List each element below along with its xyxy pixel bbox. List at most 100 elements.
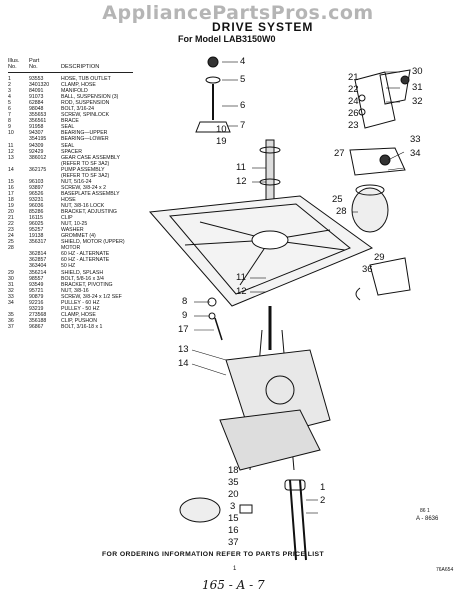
- page-subtitle: For Model LAB3150W0: [178, 34, 276, 44]
- callout-28: 28: [336, 206, 347, 217]
- illus-no: 2: [8, 82, 11, 89]
- illus-no: 7: [8, 112, 11, 119]
- grommet-lower: [358, 108, 366, 116]
- watermark: AppliancePartsPros.com: [102, 2, 374, 24]
- callout-3: 3: [230, 501, 236, 512]
- part-no: 362814: [29, 251, 47, 258]
- motor: [351, 187, 389, 233]
- part-description: SCREW, 3/8-24 x 1/2 SEF: [61, 293, 122, 300]
- callout-20: 20: [228, 489, 239, 500]
- gear-case-lower: [219, 409, 321, 471]
- part-no: 94307: [29, 130, 44, 137]
- callout-22: 22: [348, 84, 359, 95]
- header-illus-no: No.: [8, 64, 17, 71]
- part-no: 62884: [29, 100, 44, 107]
- part-description: BALL, SUSPENSION (3): [61, 94, 119, 101]
- callout-8: 8: [182, 296, 188, 307]
- callout-30: 30: [412, 66, 423, 77]
- part-no: 3401320: [29, 82, 50, 89]
- illus-no: 28: [8, 245, 14, 252]
- part-description: SPACER: [61, 148, 82, 155]
- part-no: 90879: [29, 293, 44, 300]
- callout-15: 15: [228, 513, 239, 524]
- handwritten-note: 165 - A - 7: [202, 578, 265, 592]
- grommet-upper: [358, 94, 366, 102]
- part-description: BEARING—UPPER: [61, 130, 108, 137]
- adjusting-bracket: [354, 71, 396, 129]
- part-description: BRACKET, ADJUSTING: [61, 209, 117, 216]
- baseplate-inner: [169, 203, 351, 295]
- part-description: HOSE, TUB OUTLET: [61, 76, 111, 82]
- part-no: 98557: [29, 275, 44, 282]
- illus-no: 24: [8, 233, 14, 240]
- illus-no: 4: [8, 94, 11, 101]
- part-description: CLAMP, HOSE: [61, 311, 96, 318]
- callout-16: 16: [228, 525, 239, 536]
- part-description: BRACKET, PIVOTING: [61, 281, 113, 288]
- illus-no: 3: [8, 88, 11, 95]
- part-no: 92429: [29, 148, 44, 155]
- callout-17: 17: [178, 324, 189, 335]
- part-description: PUMP ASSEMBLY: [61, 166, 105, 173]
- part-no: 362175: [29, 166, 47, 173]
- part-description: NUT, 10-25: [61, 221, 88, 228]
- callout-31: 31: [412, 82, 423, 93]
- part-description: MANIFOLD: [61, 88, 88, 95]
- part-no: 93549: [29, 281, 44, 288]
- callout-27: 27: [334, 148, 345, 159]
- part-no: 362857: [29, 257, 47, 264]
- part-description: SHIELD, MOTOR (UPPER): [61, 239, 125, 246]
- header-description: DESCRIPTION: [61, 64, 100, 71]
- part-description: SEAL: [61, 142, 75, 149]
- callout-19: 19: [216, 136, 227, 147]
- part-description: WASHER: [61, 227, 84, 234]
- upper-seal: [259, 146, 281, 154]
- part-description: HOSE: [61, 196, 76, 203]
- clamp-small: [239, 504, 253, 514]
- baseplate-hub: [251, 230, 289, 250]
- part-description: BOLT, 5/8-16 x 3/4: [61, 275, 104, 282]
- part-no: 95721: [29, 287, 44, 294]
- tub-outlet-hose: [289, 479, 307, 561]
- illus-no: 35: [8, 311, 14, 318]
- illus-no: 37: [8, 323, 14, 330]
- part-no: 98048: [29, 106, 44, 113]
- part-no: 93897: [29, 184, 44, 191]
- illus-no: 10: [8, 130, 14, 137]
- part-no: 355653: [29, 112, 47, 119]
- splash-shield: [369, 257, 411, 296]
- callout-24: 24: [348, 96, 359, 107]
- hose-clamp: [284, 479, 306, 491]
- illus-no: 1: [8, 76, 11, 82]
- callout-33: 33: [410, 134, 421, 145]
- illus-no: 22: [8, 221, 14, 228]
- part-description: GROMMET (4): [61, 233, 96, 240]
- illus-no: 25: [8, 239, 14, 246]
- part-description: 60 HZ - ALTERNATE: [61, 257, 110, 264]
- illus-no: 32: [8, 287, 14, 294]
- part-description: BEARING—LOWER: [61, 136, 109, 143]
- bolt-head: [400, 75, 410, 85]
- part-description: NUT, 3/8-16: [61, 287, 89, 294]
- page-number: 1: [233, 566, 237, 572]
- callout-12b: 12: [236, 286, 247, 297]
- part-description: BOLT, 3/16-24: [61, 106, 95, 113]
- illus-no: 13: [8, 154, 14, 161]
- part-description: NUT, 3/8-16 LOCK: [61, 202, 105, 209]
- manifold: [179, 497, 221, 523]
- part-description: SHIELD, SPLASH: [61, 269, 104, 276]
- ordering-info-footer: FOR ORDERING INFORMATION REFER TO PARTS …: [102, 551, 325, 558]
- illus-no: 19: [8, 202, 14, 209]
- callout-23: 23: [348, 120, 359, 131]
